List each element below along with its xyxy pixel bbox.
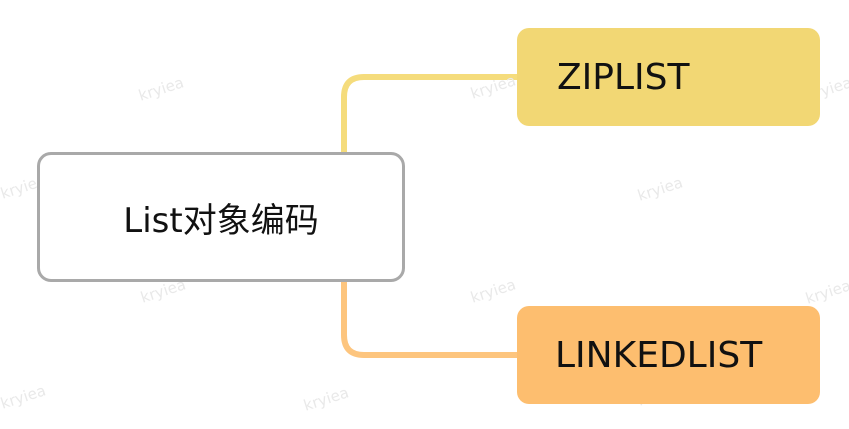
child-node-linkedlist[interactable]: LINKEDLIST	[517, 306, 820, 404]
child-node-label: ZIPLIST	[557, 56, 690, 98]
root-node[interactable]: List对象编码	[37, 152, 405, 282]
connector-linkedlist	[341, 279, 520, 358]
root-node-label: List对象编码	[123, 200, 319, 241]
child-node-label: LINKEDLIST	[555, 334, 763, 376]
connector-ziplist	[341, 74, 520, 155]
child-node-ziplist[interactable]: ZIPLIST	[517, 28, 820, 126]
